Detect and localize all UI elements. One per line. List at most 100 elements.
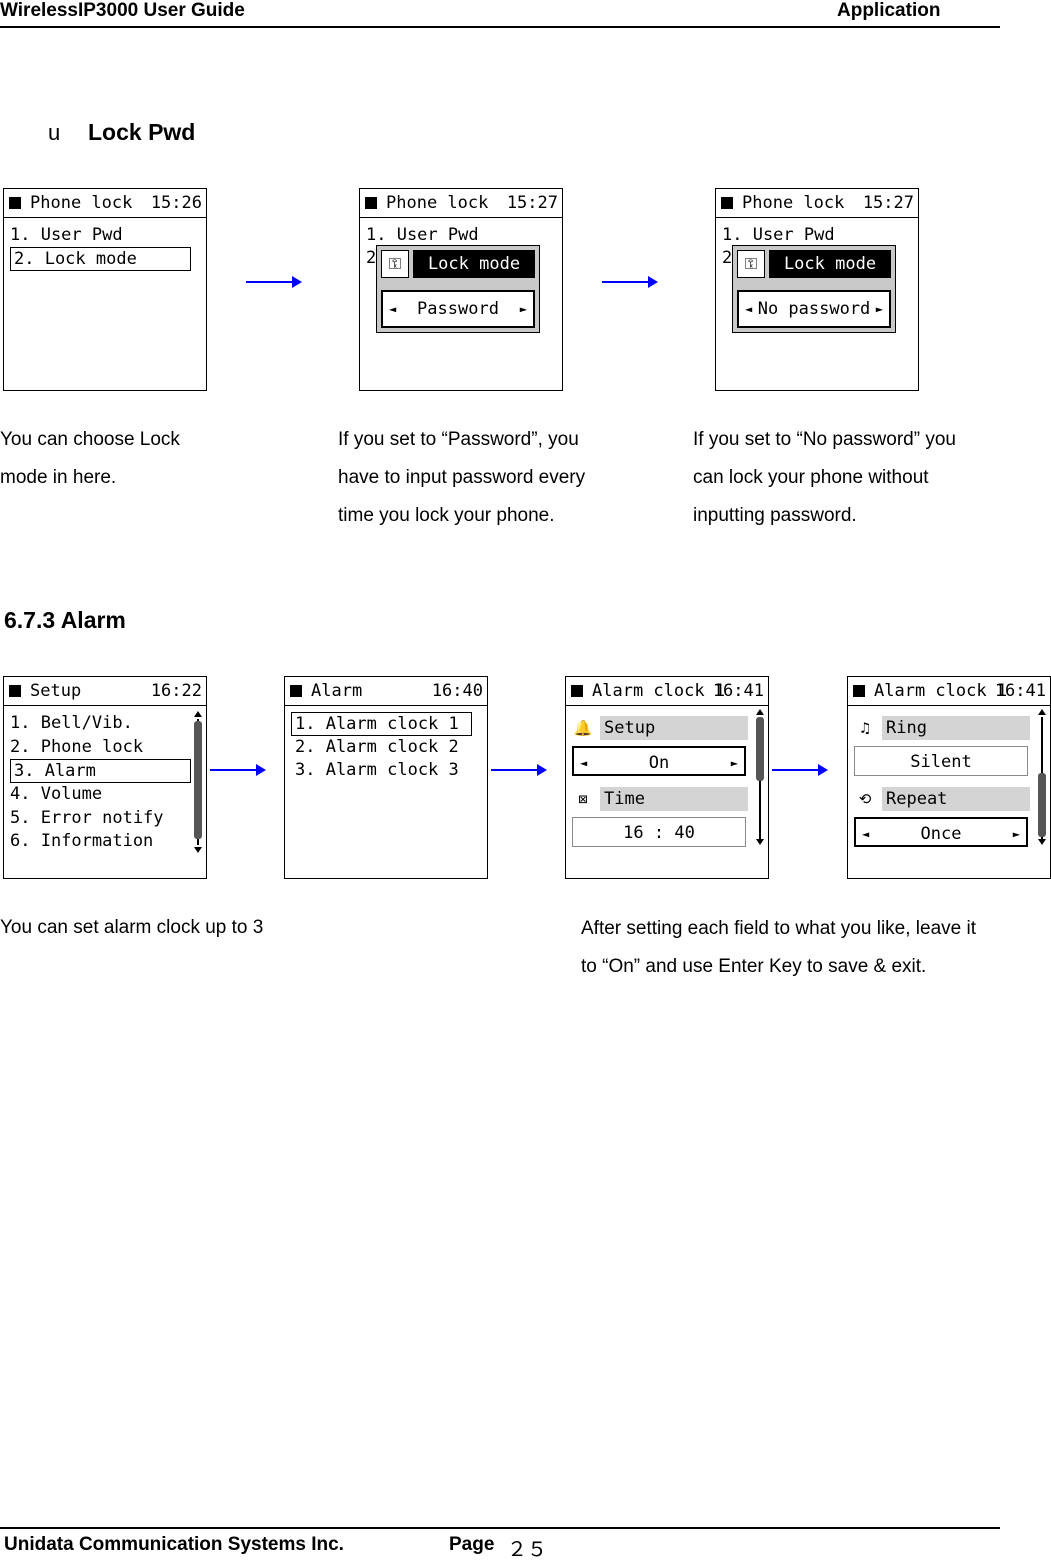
arrow-right-icon[interactable]: ► [730, 756, 738, 770]
field-label: Ring [882, 716, 1030, 740]
flow-arrow [602, 276, 658, 288]
scroll-up-icon [194, 711, 202, 717]
screen-title: Phone lock [386, 193, 489, 213]
flow-arrow [246, 276, 302, 288]
menu-item-lock-mode[interactable]: 2. Lock mode [10, 247, 191, 271]
scroll-thumb[interactable] [756, 717, 764, 781]
screen-title-bar: Alarm 16:40 [285, 677, 487, 706]
field-header-time: ⊠ Time [572, 787, 748, 811]
title-square-icon [290, 685, 302, 697]
time-field[interactable]: 16 : 40 [572, 817, 746, 847]
flow-arrow [491, 764, 547, 776]
screen-title-bar: Phone lock 15:26 [4, 189, 206, 218]
header-title: WirelessIP3000 User Guide [0, 0, 245, 21]
screen-time: 15:27 [506, 193, 558, 213]
footer-page-label: Page [449, 1534, 495, 1555]
menu-item-user-pwd[interactable]: 1. User Pwd [722, 225, 835, 245]
arrow-right-icon[interactable]: ► [519, 302, 527, 316]
title-square-icon [721, 197, 733, 209]
screen-title-bar: Alarm clock 1 16:41 [566, 677, 768, 706]
header-section: Application [837, 0, 941, 21]
title-square-icon [9, 197, 21, 209]
menu-item-alarm-clock-3[interactable]: 3. Alarm clock 3 [295, 760, 459, 780]
caption-line: After setting each field to what you lik… [581, 918, 976, 939]
menu-item-error-notify[interactable]: 5. Error notify [10, 808, 164, 828]
scroll-thumb[interactable] [1038, 773, 1046, 837]
caption-alarm-count: You can set alarm clock up to 3 [0, 917, 264, 938]
screen-time: 16:22 [150, 681, 202, 701]
menu-item-phone-lock[interactable]: 2. Phone lock [10, 737, 144, 757]
title-square-icon [365, 197, 377, 209]
scroll-up-icon [756, 709, 764, 715]
caption-line: time you lock your phone. [338, 505, 555, 526]
phone-screen-alarm-list: Alarm 16:40 1. Alarm clock 1 2. Alarm cl… [284, 676, 488, 879]
menu-item-information[interactable]: 6. Information [10, 831, 154, 851]
arrow-left-icon[interactable]: ◄ [580, 756, 588, 770]
menu-item-user-pwd[interactable]: 1. User Pwd [10, 225, 123, 245]
title-square-icon [9, 685, 21, 697]
footer-page-number: ２５ [507, 1539, 547, 1561]
footer-rule [0, 1527, 1000, 1529]
scrollbar[interactable] [194, 711, 202, 853]
setup-selector[interactable]: ◄ On ► [572, 746, 746, 776]
flow-arrow [210, 764, 266, 776]
section-heading-alarm: 6.7.3 Alarm [4, 607, 126, 633]
screen-time: 16:41 [994, 681, 1046, 701]
screen-time: 16:40 [431, 681, 483, 701]
scroll-thumb[interactable] [194, 721, 202, 839]
caption-line: If you set to “No password” you [693, 429, 956, 450]
setup-value: On [648, 753, 670, 773]
caption-line: mode in here. [0, 467, 117, 488]
field-header-ring: ♫ Ring [854, 716, 1030, 740]
field-header-setup: 🔔 Setup [572, 716, 748, 740]
arrow-right-icon[interactable]: ► [875, 302, 883, 316]
screen-title: Alarm clock 1 [592, 681, 726, 701]
scroll-down-icon [756, 839, 764, 845]
lock-mode-selector[interactable]: ◄ No password ► [737, 290, 891, 328]
arrow-left-icon[interactable]: ◄ [389, 302, 397, 316]
caption-line: to “On” and use Enter Key to save & exit… [581, 956, 927, 977]
arrow-right-icon[interactable]: ► [1012, 827, 1020, 841]
caption-lock-mode: You can choose Lock mode in here. [0, 421, 180, 497]
menu-item-user-pwd[interactable]: 1. User Pwd [366, 225, 479, 245]
menu-item-alarm-clock-1[interactable]: 1. Alarm clock 1 [291, 712, 472, 736]
menu-item-alarm[interactable]: 3. Alarm [10, 759, 191, 783]
caption-line: inputting password. [693, 505, 857, 526]
screen-title-bar: Phone lock 15:27 [360, 189, 562, 218]
screen-title: Alarm clock 1 [874, 681, 1008, 701]
screen-title-bar: Setup 16:22 [4, 677, 206, 706]
screen-title-bar: Phone lock 15:27 [716, 189, 918, 218]
caption-no-password: If you set to “No password” you can lock… [693, 421, 956, 535]
music-note-icon: ♫ [860, 719, 870, 737]
phone-screen-lock-password: Phone lock 15:27 1. User Pwd 2 ⚿ Lock mo… [359, 188, 563, 391]
title-square-icon [853, 685, 865, 697]
screen-title: Alarm [311, 681, 363, 701]
caption-line: You can choose Lock [0, 429, 180, 450]
caption-line: can lock your phone without [693, 467, 929, 488]
menu-item-partial[interactable]: 2 [722, 248, 733, 268]
caption-alarm-save: After setting each field to what you lik… [581, 910, 976, 986]
menu-item-volume[interactable]: 4. Volume [10, 784, 103, 804]
scrollbar[interactable] [1038, 709, 1046, 845]
arrow-left-icon[interactable]: ◄ [745, 302, 753, 316]
lock-mode-value: No password [757, 299, 871, 319]
footer-company: Unidata Communication Systems Inc. [4, 1534, 344, 1555]
menu-item-bell-vib[interactable]: 1. Bell/Vib. [10, 713, 133, 733]
caption-line: have to input password every [338, 467, 586, 488]
repeat-value: Once [920, 824, 962, 844]
arrow-left-icon[interactable]: ◄ [862, 827, 870, 841]
screen-title: Phone lock [30, 193, 133, 213]
key-icon: ⚿ [381, 250, 409, 278]
repeat-selector[interactable]: ◄ Once ► [854, 817, 1028, 847]
menu-item-partial[interactable]: 2 [366, 248, 377, 268]
ring-field[interactable]: Silent [854, 746, 1028, 776]
flow-arrow [772, 764, 828, 776]
phone-screen-alarm-clock-setup: Alarm clock 1 16:41 🔔 Setup ◄ On ► ⊠ Tim… [565, 676, 769, 879]
field-label: Repeat [882, 787, 1030, 811]
lock-mode-selector[interactable]: ◄ Password ► [381, 290, 535, 328]
popup-title: Lock mode [413, 250, 535, 278]
screen-title: Setup [30, 681, 82, 701]
scroll-down-icon [1038, 839, 1046, 845]
menu-item-alarm-clock-2[interactable]: 2. Alarm clock 2 [295, 737, 459, 757]
scrollbar[interactable] [756, 709, 764, 845]
